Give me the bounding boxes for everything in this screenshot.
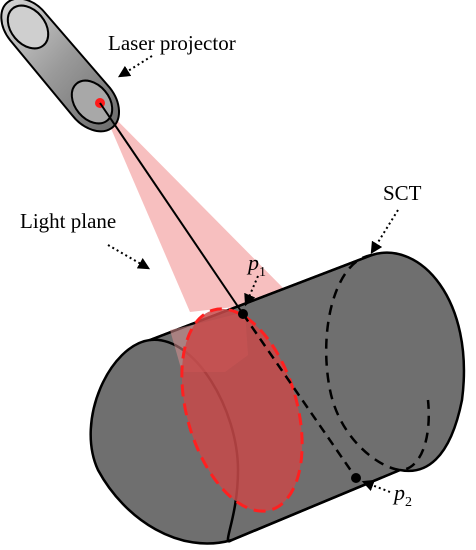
label-p1-base: p	[246, 250, 259, 275]
laser-projector	[0, 0, 120, 133]
label-sct: SCT	[383, 181, 422, 205]
label-light-plane: Light plane	[20, 209, 116, 233]
leader-sct	[370, 209, 399, 255]
leader-laser-projector	[117, 55, 153, 78]
leader-light-plane	[107, 244, 151, 270]
label-p2-base: p	[392, 480, 405, 505]
beam-inside-cylinder	[241, 313, 358, 479]
label-p2: p2	[392, 480, 412, 510]
cylinder-top-edge	[149, 253, 373, 342]
label-p2-sub: 2	[405, 495, 412, 510]
label-laser-projector: Laser projector	[108, 31, 236, 55]
leader-p1	[244, 275, 259, 307]
light-plane-fan	[100, 103, 295, 312]
laser-beam	[99, 102, 244, 315]
cylinder-back-section	[324, 253, 430, 472]
point-p2	[351, 473, 361, 483]
label-p1: p1	[246, 250, 266, 280]
point-p1	[238, 309, 248, 319]
laser-cross-section	[180, 307, 304, 513]
label-p1-sub: 1	[259, 265, 266, 280]
